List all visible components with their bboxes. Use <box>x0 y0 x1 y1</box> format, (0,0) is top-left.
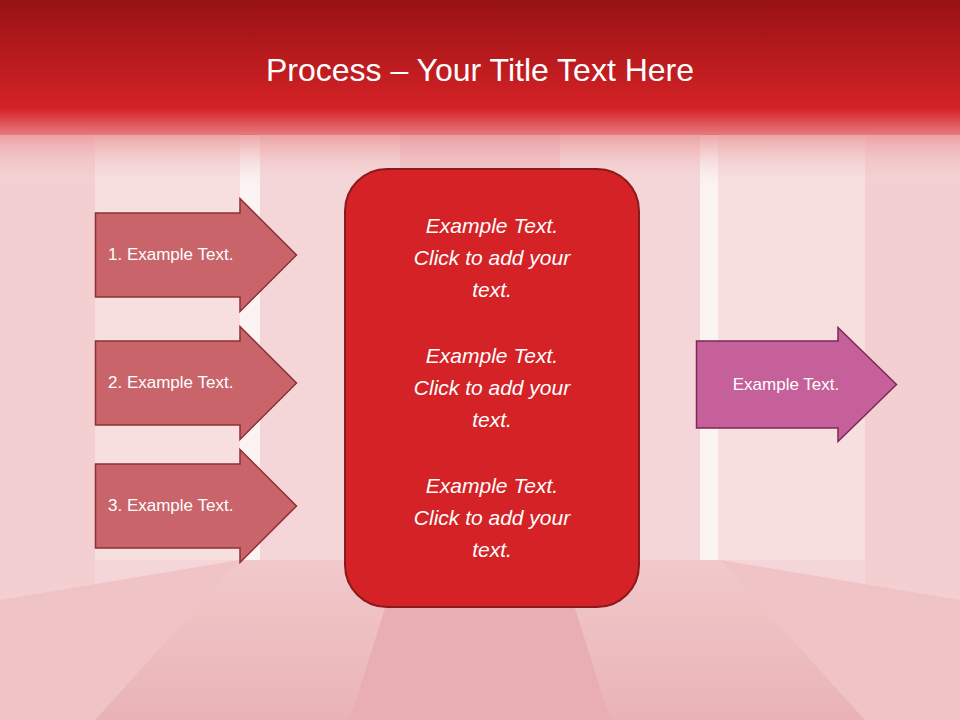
arrow-label: 2. Example Text. <box>108 373 233 393</box>
arrow-shape <box>96 450 297 563</box>
arrow-shape <box>96 327 297 440</box>
box-text: Example Text. Click to add your text. <box>412 470 572 566</box>
arrow-label: Example Text. <box>733 375 839 395</box>
process-box: Example Text. Click to add your text. Exa… <box>344 168 640 608</box>
arrow-shape <box>96 199 297 312</box>
arrow-label: 1. Example Text. <box>108 245 233 265</box>
arrow-shape <box>697 328 897 442</box>
result-arrow: Example Text. <box>696 327 897 442</box>
box-text: Example Text. Click to add your text. <box>412 340 572 436</box>
slide-title: Process – Your Title Text Here <box>0 52 960 89</box>
arrow-label: 3. Example Text. <box>108 496 233 516</box>
step-arrow: 1. Example Text. <box>95 198 297 312</box>
step-arrow: 3. Example Text. <box>95 449 297 563</box>
step-arrow: 2. Example Text. <box>95 326 297 440</box>
box-shape <box>345 169 639 607</box>
box-text: Example Text. Click to add your text. <box>412 210 572 306</box>
